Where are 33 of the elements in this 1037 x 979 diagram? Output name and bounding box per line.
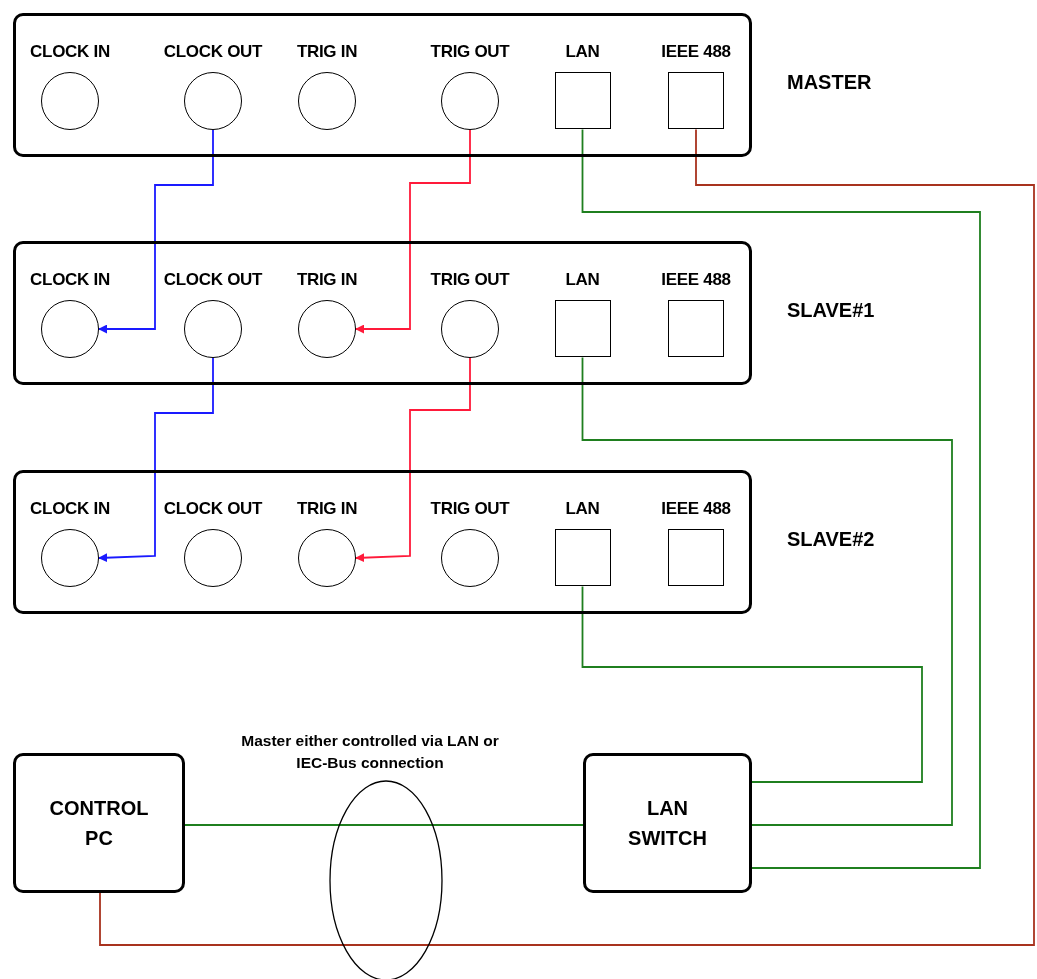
port-label: IEEE 488 <box>661 270 731 290</box>
connector-line <box>581 128 981 869</box>
connector-line <box>98 129 214 334</box>
device-name: SLAVE#2 <box>787 528 875 551</box>
port-label: CLOCK OUT <box>163 499 263 519</box>
device-name: SLAVE#1 <box>787 299 875 322</box>
port-label: CLOCK IN <box>30 270 110 290</box>
port-label: TRIG IN <box>296 270 358 290</box>
port-label: CLOCK IN <box>30 42 110 62</box>
connector-line <box>99 128 1035 946</box>
port-label: CLOCK IN <box>30 499 110 519</box>
connector-line <box>184 824 584 826</box>
port-label: LAN <box>565 270 600 290</box>
connector-line <box>355 129 471 334</box>
device-name: MASTER <box>787 71 872 94</box>
device-box: CONTROL PC <box>13 753 185 893</box>
port-label: LAN <box>565 499 600 519</box>
device-box: LAN SWITCH <box>583 753 752 893</box>
port-label: IEEE 488 <box>661 499 731 519</box>
port-label: TRIG OUT <box>430 270 510 290</box>
port-label: LAN <box>565 42 600 62</box>
connector-line <box>98 357 214 563</box>
note-text: Master either controlled via LAN or IEC-Bus connection <box>240 731 500 773</box>
port-label: TRIG IN <box>296 499 358 519</box>
port-label: CLOCK OUT <box>163 270 263 290</box>
port-label: TRIG OUT <box>430 499 510 519</box>
port-label: CLOCK OUT <box>163 42 263 62</box>
port-label: IEEE 488 <box>661 42 731 62</box>
port-label: TRIG OUT <box>430 42 510 62</box>
connector-line <box>581 585 923 783</box>
connector-line <box>581 356 953 826</box>
port-label: TRIG IN <box>296 42 358 62</box>
connector-line <box>355 357 471 563</box>
